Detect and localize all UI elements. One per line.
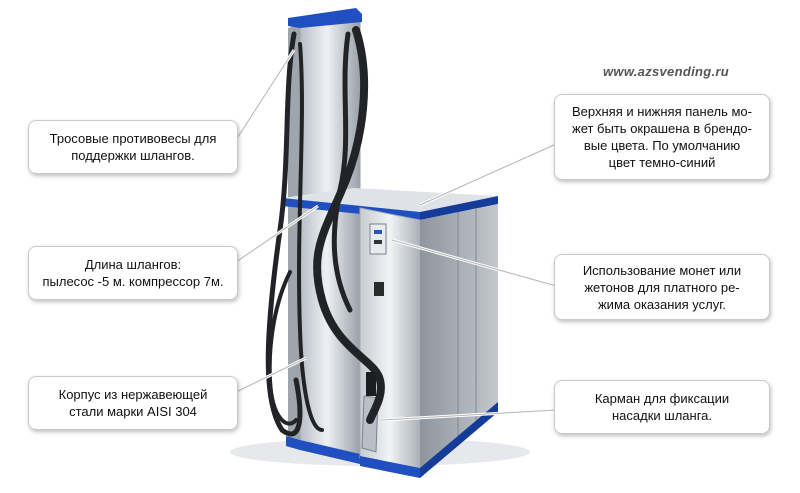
callout-line: вые цвета. По умолчанию bbox=[583, 138, 741, 153]
column-side bbox=[288, 24, 300, 446]
callout-line: стали марки AISI 304 bbox=[69, 404, 197, 419]
callout-coins: Использование монет или жетонов для плат… bbox=[554, 254, 770, 320]
callout-line: Корпус из нержавеющей bbox=[58, 387, 208, 402]
callout-line: поддержки шлангов. bbox=[71, 148, 195, 163]
callout-pocket: Карман для фиксации насадки шланга. bbox=[554, 380, 770, 434]
cabinet-bottom-panel-front bbox=[360, 456, 420, 478]
column-top-cap bbox=[288, 8, 362, 28]
callout-line: цвет темно-синий bbox=[608, 155, 716, 170]
callout-counterweights: Тросовые противовесы для поддержки шланг… bbox=[28, 120, 238, 174]
callout-line: жима оказания услуг. bbox=[597, 296, 726, 312]
coin-acceptor bbox=[369, 223, 387, 255]
callout-panels: Верхняя и нижняя панель мо- жет быть окр… bbox=[554, 94, 770, 180]
cabinet-bottom-panel-side bbox=[420, 402, 498, 478]
callout-line: жет быть окрашена в брендо- bbox=[572, 121, 752, 136]
column-front bbox=[299, 19, 361, 463]
cabinet-top-panel-side bbox=[420, 196, 498, 220]
leader-lines bbox=[235, 49, 557, 421]
callout-line: Верхняя и нижняя панель мо- bbox=[572, 104, 752, 119]
hose-nozzle bbox=[366, 372, 376, 396]
callout-line: Тросовые противовесы для bbox=[49, 131, 217, 146]
callout-line: жетонов для платного ре- bbox=[584, 279, 740, 295]
callout-hose-length: Длина шлангов: пылесос -5 м. компрессор … bbox=[28, 246, 238, 300]
callout-line: Использование монет или bbox=[582, 262, 742, 278]
hoses bbox=[265, 26, 385, 437]
coin-slot bbox=[374, 282, 384, 296]
callout-line: Карман для фиксации bbox=[594, 391, 730, 406]
site-url: www.azsvending.ru bbox=[603, 64, 729, 79]
callout-line: Длина шлангов: bbox=[84, 257, 182, 272]
column-bottom-cap bbox=[286, 436, 360, 464]
callout-housing: Корпус из нержавеющей стали марки AISI 3… bbox=[28, 376, 238, 430]
callout-line: насадки шланга. bbox=[611, 408, 712, 423]
callout-line: пылесос -5 м. компрессор 7м. bbox=[42, 274, 224, 289]
cabinet-side bbox=[420, 204, 498, 470]
